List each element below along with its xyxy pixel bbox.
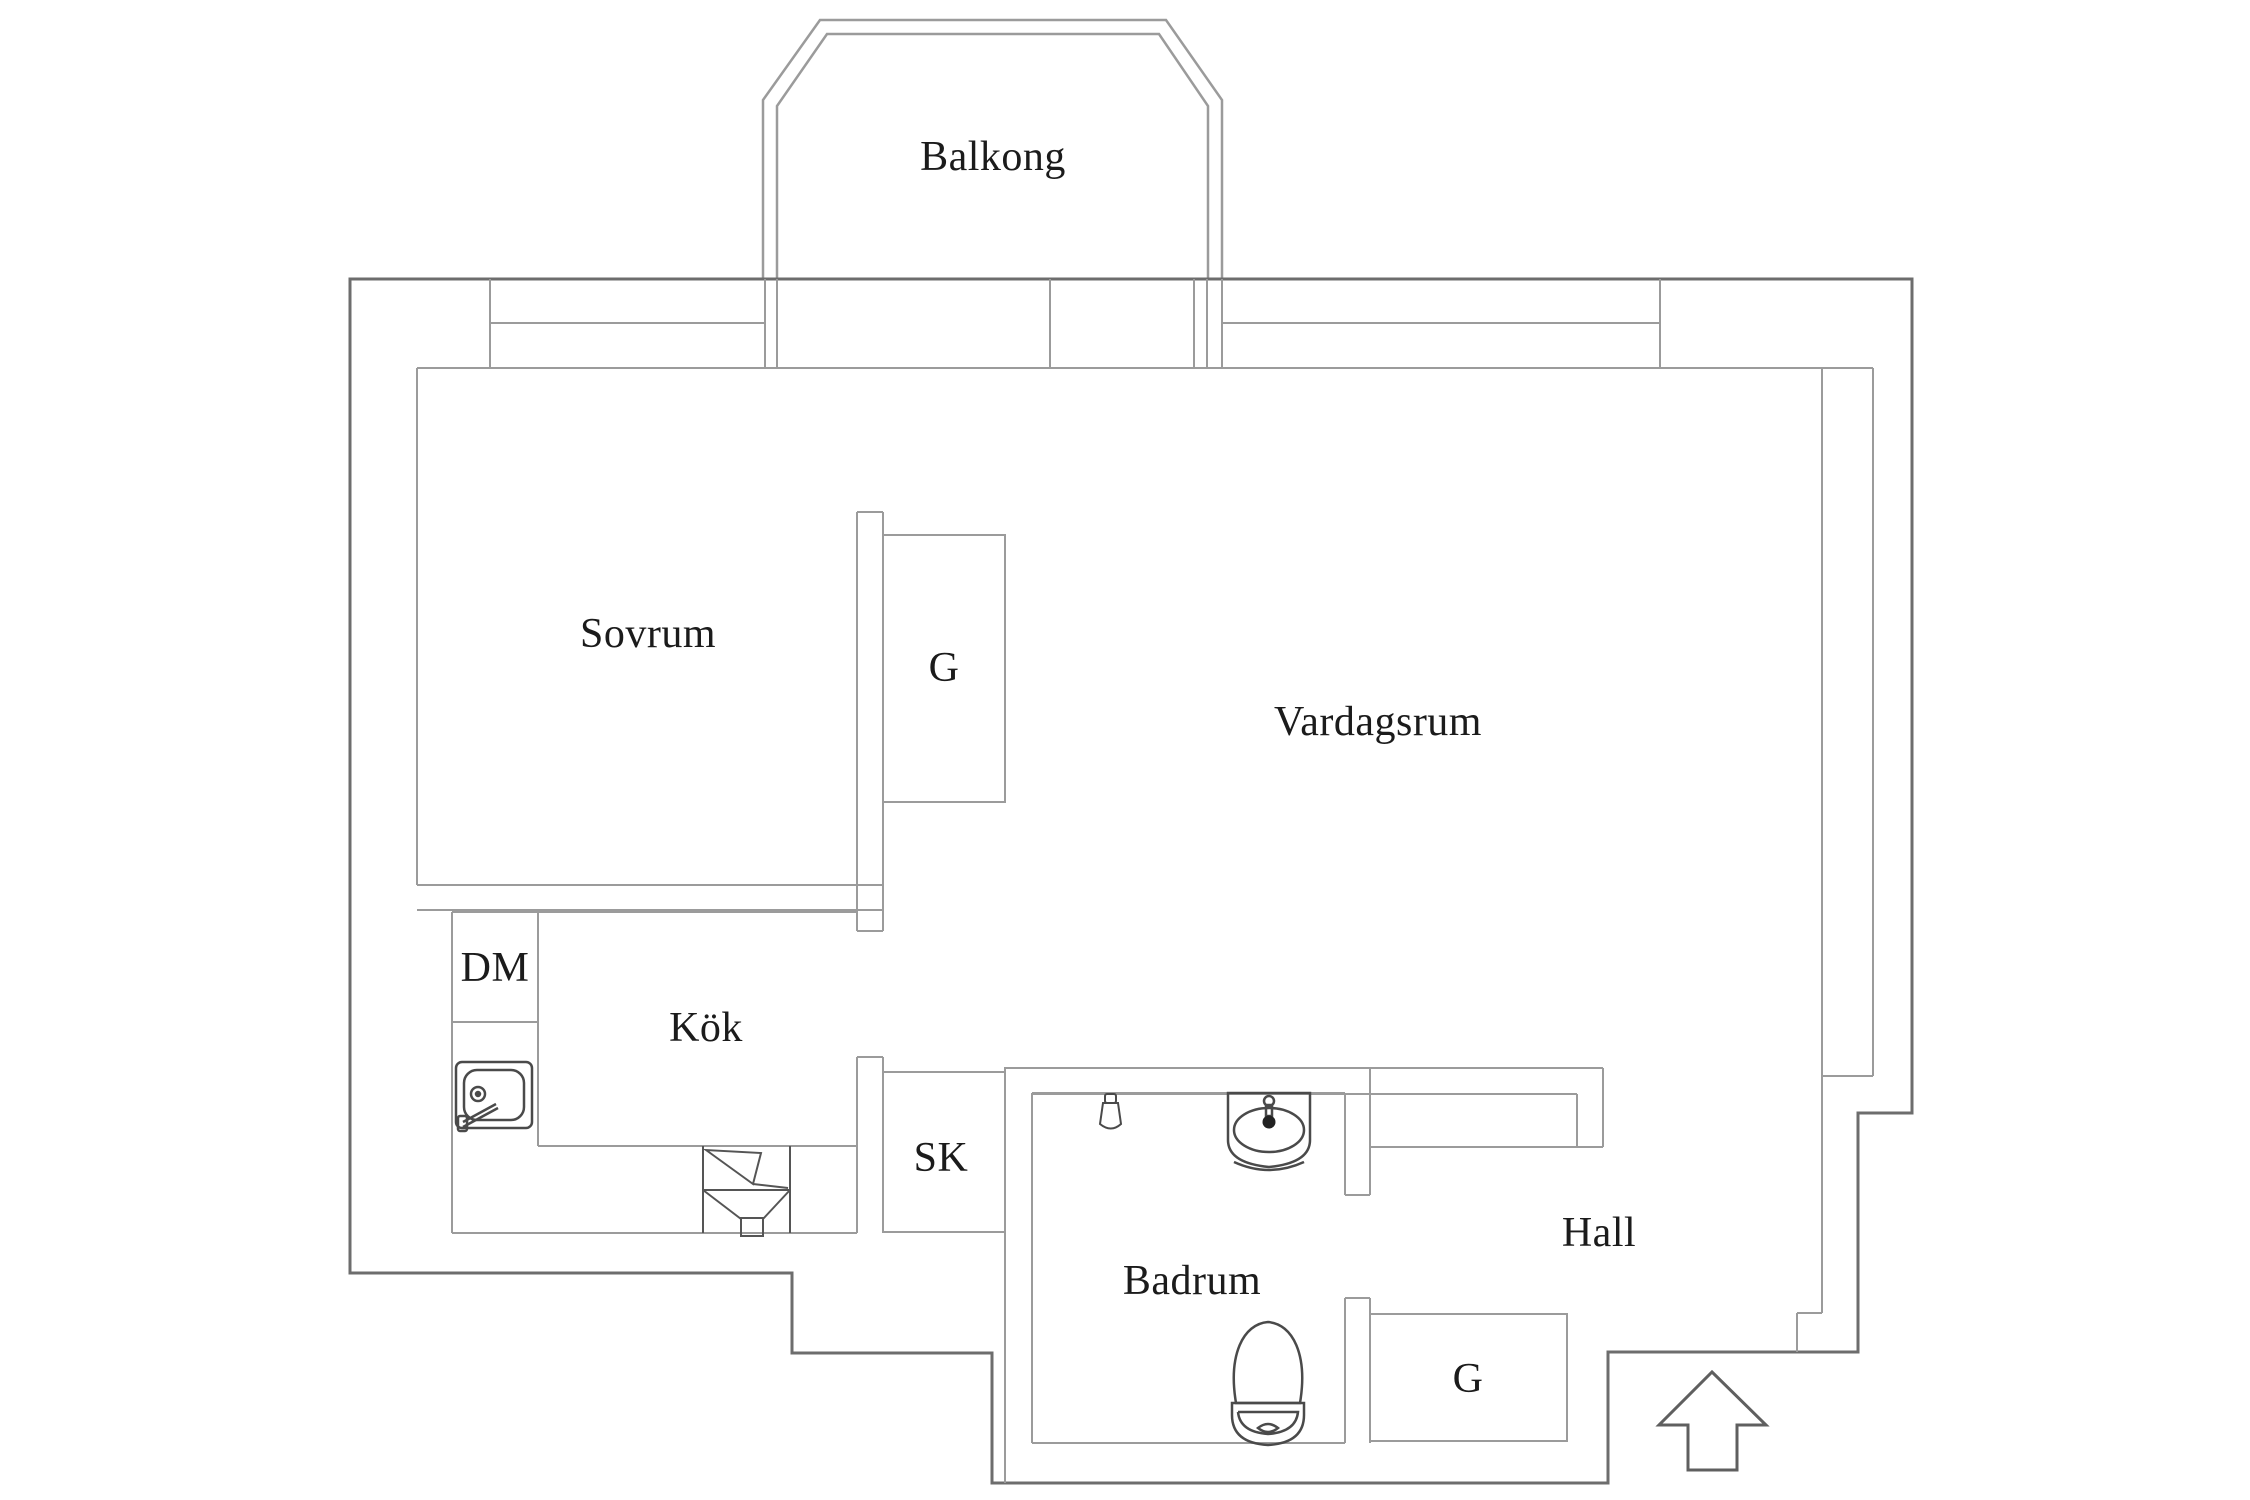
wardrobe-g-bedroom-box	[882, 534, 1006, 803]
toilet-icon	[1230, 1320, 1306, 1447]
fan-funnel	[762, 1189, 791, 1220]
fan-pennant-tail	[752, 1183, 789, 1189]
fan-funnel	[702, 1189, 742, 1220]
fan-duct	[740, 1217, 764, 1237]
shower-mixer-icon	[1098, 1093, 1123, 1130]
room-label-kok: Kök	[669, 1005, 743, 1051]
sink-outer	[454, 1060, 534, 1130]
toilet-bowl	[1232, 1320, 1304, 1405]
toilet-tank	[1230, 1401, 1306, 1447]
room-label-wardrobe-hall: G	[1452, 1356, 1484, 1402]
closet-boxes	[882, 534, 1568, 1442]
fan-pennant	[702, 1148, 763, 1186]
room-label-wardrobe-bedroom: G	[928, 645, 960, 691]
toilet-button	[1255, 1422, 1281, 1434]
wardrobe-g-hall-box	[1369, 1313, 1568, 1442]
shower-cap	[1104, 1093, 1117, 1104]
room-label-sovrum: Sovrum	[579, 611, 717, 657]
toilet-tank-inner	[1236, 1410, 1300, 1436]
basin-bowl	[1232, 1106, 1306, 1154]
basin-apron	[1233, 1160, 1305, 1172]
sink-basin	[462, 1068, 526, 1122]
kitchen-sink-icon	[454, 1060, 534, 1133]
sink-faucet-lever	[462, 1106, 499, 1129]
interior-walls	[416, 368, 1874, 1483]
stove-fan-icon	[702, 1146, 791, 1237]
top-wall-windows	[417, 279, 1873, 369]
room-label-dishwasher: DM	[460, 945, 530, 991]
sink-faucet-base	[456, 1114, 469, 1133]
balcony-inner-rail	[775, 32, 1210, 279]
entry-arrow-icon	[1655, 1369, 1770, 1472]
shower-body	[1098, 1102, 1123, 1130]
washbasin-icon	[1226, 1091, 1312, 1172]
sink-faucet-lever	[462, 1102, 497, 1124]
room-label-sk: SK	[913, 1135, 969, 1181]
basin-surround	[1226, 1091, 1312, 1169]
balcony-outer-rail	[761, 18, 1224, 279]
balcony-railing-icon	[761, 18, 1224, 279]
sink-drain	[469, 1085, 487, 1103]
room-label-hall: Hall	[1561, 1210, 1637, 1256]
outer-wall	[348, 277, 1914, 1485]
room-label-vardagsrum: Vardagsrum	[1274, 699, 1482, 745]
basin-drain	[1262, 1115, 1276, 1129]
room-label-balkong: Balkong	[920, 134, 1066, 180]
room-label-badrum: Badrum	[1122, 1258, 1262, 1304]
sink-drain-center	[474, 1090, 482, 1098]
closet-sk-box	[882, 1071, 1006, 1233]
